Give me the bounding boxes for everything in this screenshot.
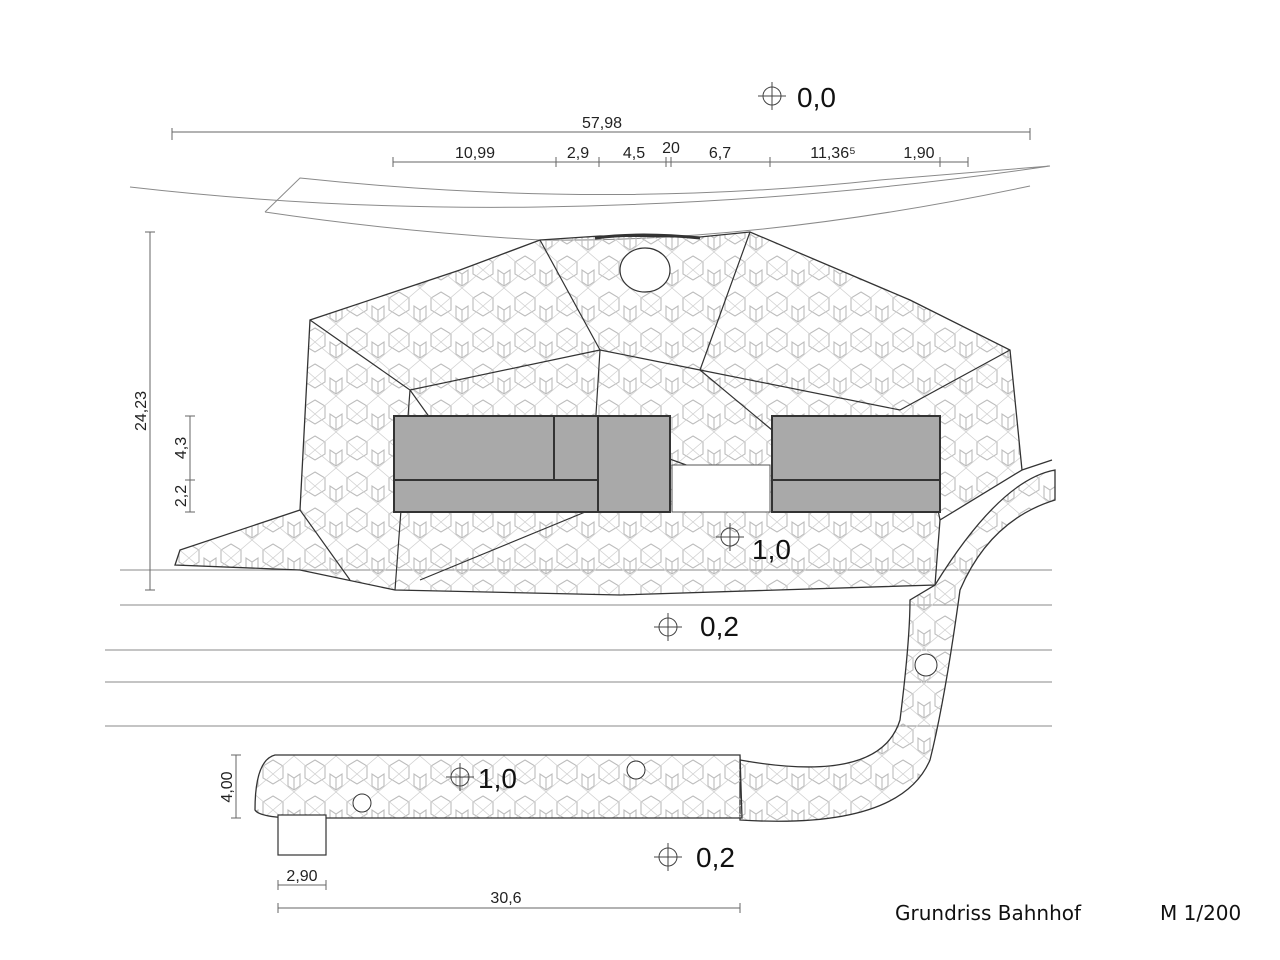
- level-marker-icon: [716, 523, 744, 551]
- dimension-labels: 57,98 10,99 2,9 4,5 20 6,7 11,36⁵ 1,90 2…: [133, 115, 935, 907]
- dim-seg-7: 1,90: [903, 145, 934, 162]
- level-track-north: 0,2: [700, 611, 739, 642]
- dim-room-depth-upper: 4,3: [173, 437, 190, 459]
- dim-seg-2: 2,9: [567, 145, 589, 162]
- level-marker-icon: [654, 843, 682, 871]
- dim-platform-width: 4,00: [219, 771, 236, 802]
- level-platform: 1,0: [478, 763, 517, 794]
- dim-seg-6: 11,36⁵: [810, 145, 855, 162]
- level-station-floor: 1,0: [752, 534, 791, 565]
- room-west-upper: [393, 415, 555, 481]
- dim-stair-width: 2,90: [286, 868, 317, 885]
- caption-title: Grundriss Bahnhof: [895, 901, 1082, 925]
- dim-seg-4: 20: [662, 140, 680, 157]
- level-marker-icon: [758, 82, 786, 110]
- room-west-mid: [553, 415, 599, 481]
- opening: [671, 464, 771, 513]
- dim-overall-width: 57,98: [582, 115, 622, 132]
- level-road: 0,0: [797, 82, 836, 113]
- dim-overall-depth: 24,23: [133, 391, 150, 431]
- level-marker-icon: [654, 613, 682, 641]
- dimension-lines: [145, 128, 1031, 913]
- road-outline: [129, 165, 1051, 241]
- dim-room-depth-lower: 2,2: [173, 485, 190, 507]
- dim-seg-3: 4,5: [623, 145, 645, 162]
- room-east-upper: [771, 415, 941, 481]
- rooms: [393, 415, 941, 513]
- room-west-lower: [393, 479, 599, 513]
- ramp: [739, 469, 1056, 822]
- caption-scale: M 1/200: [1160, 901, 1241, 925]
- level-marker-icon: [446, 763, 474, 791]
- dim-seg-5: 6,7: [709, 145, 731, 162]
- room-east-lower: [771, 479, 941, 513]
- level-markers: 0,0 1,0 0,2 1,0 0,2: [446, 82, 836, 873]
- station-roof: [174, 231, 1053, 596]
- dim-platform-length: 30,6: [490, 890, 521, 907]
- level-track-south: 0,2: [696, 842, 735, 873]
- dim-seg-1: 10,99: [455, 145, 495, 162]
- room-center: [597, 415, 671, 513]
- platform: [254, 754, 743, 856]
